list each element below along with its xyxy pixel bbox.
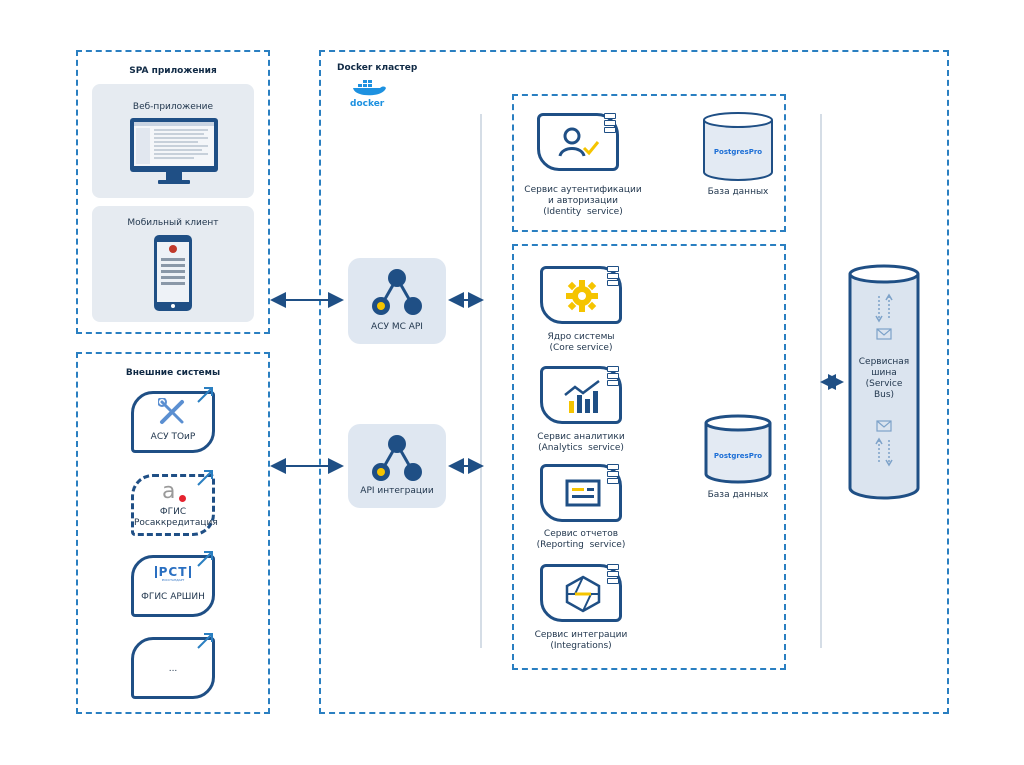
core-service-label: Ядро системы (Core service): [547, 332, 615, 353]
service-bus-cylinder: [848, 264, 920, 500]
identity-db-logo: PostgresPro: [713, 148, 763, 156]
red-dot-icon: [179, 495, 186, 502]
external-systems-title: Внешние системы: [125, 368, 221, 378]
docker-cluster-title: Docker кластер: [337, 63, 418, 73]
integration-icon: [565, 575, 601, 613]
user-check-icon: [558, 127, 600, 157]
monitor-icon: [130, 118, 218, 184]
bus-transfer-arrows-icon: [875, 437, 893, 467]
api-nodes-icon: [372, 269, 422, 315]
gear-icon: [566, 280, 598, 312]
identity-server-stack-icon: [604, 113, 616, 134]
external-system-arshin[interactable]: РСТ РОССТАНДАРТ ФГИС АРШИН: [131, 555, 215, 617]
bus-transfer-arrows-icon: [875, 293, 893, 323]
service-bus-label: Сервисная шина (Service Bus): [858, 357, 910, 400]
wrench-screwdriver-icon: [158, 398, 184, 424]
analytics-service-label: Сервис аналитики (Analytics service): [537, 432, 625, 453]
bus-envelope-icon-bottom: [876, 420, 892, 432]
identity-service-label: Сервис аутентификации и авторизации (Ide…: [524, 185, 642, 217]
asu-toir-label: АСУ ТОиР: [150, 432, 196, 442]
api-nodes-icon: [372, 435, 422, 481]
rosstandart-logo: РСТ РОССТАНДАРТ: [155, 566, 191, 582]
identity-db-label: База данных: [707, 187, 769, 197]
spa-title: SPA приложения: [129, 66, 217, 76]
docker-whale-icon: [353, 80, 386, 96]
main-db-logo: PostgresPro: [713, 452, 763, 460]
mobile-client-card[interactable]: Мобильный клиент: [92, 206, 254, 322]
rosakkreditatsiya-label: ФГИС Росаккредитация: [134, 507, 218, 528]
arshin-label: ФГИС АРШИН: [141, 592, 205, 602]
integration-service-label: Сервис интеграции (Integrations): [534, 630, 628, 651]
smartphone-icon: [154, 235, 192, 311]
report-icon: [565, 479, 601, 507]
asu-ms-api-label: АСУ МС API: [371, 322, 423, 332]
external-system-other[interactable]: ...: [131, 637, 215, 699]
analytics-chart-icon: [564, 380, 600, 413]
mobile-client-label: Мобильный клиент: [127, 218, 219, 228]
docker-logo: docker: [350, 78, 390, 109]
core-server-stack-icon: [607, 266, 619, 287]
reporting-server-stack-icon: [607, 464, 619, 485]
integration-server-stack-icon: [607, 564, 619, 585]
cluster-divider-left: [480, 114, 482, 648]
integration-service-box[interactable]: [540, 564, 622, 622]
services-group: [512, 244, 786, 670]
other-label: ...: [168, 664, 178, 674]
spa-group: [76, 50, 270, 334]
asu-ms-api-gateway[interactable]: АСУ МС API: [348, 258, 446, 344]
integration-api-label: API интеграции: [360, 486, 434, 496]
integration-api-gateway[interactable]: API интеграции: [348, 424, 446, 508]
external-system-rosakkreditatsiya[interactable]: a ФГИС Росаккредитация: [131, 474, 218, 536]
rosakkreditatsiya-logo: a: [162, 479, 176, 504]
docker-logo-text: docker: [350, 99, 385, 109]
identity-group: [512, 94, 786, 232]
bus-envelope-icon-top: [876, 328, 892, 340]
reporting-service-label: Сервис отчетов (Reporting service): [536, 529, 626, 550]
external-systems-group: [76, 352, 270, 714]
identity-database-icon: [703, 112, 773, 181]
docker-cluster-group: [319, 50, 949, 714]
web-app-card[interactable]: Веб-приложение: [92, 84, 254, 198]
web-app-label: Веб-приложение: [132, 102, 214, 112]
main-db-label: База данных: [707, 490, 769, 500]
analytics-server-stack-icon: [607, 366, 619, 387]
main-database-icon: [704, 414, 772, 484]
external-system-asu-toir[interactable]: АСУ ТОиР: [131, 391, 215, 453]
